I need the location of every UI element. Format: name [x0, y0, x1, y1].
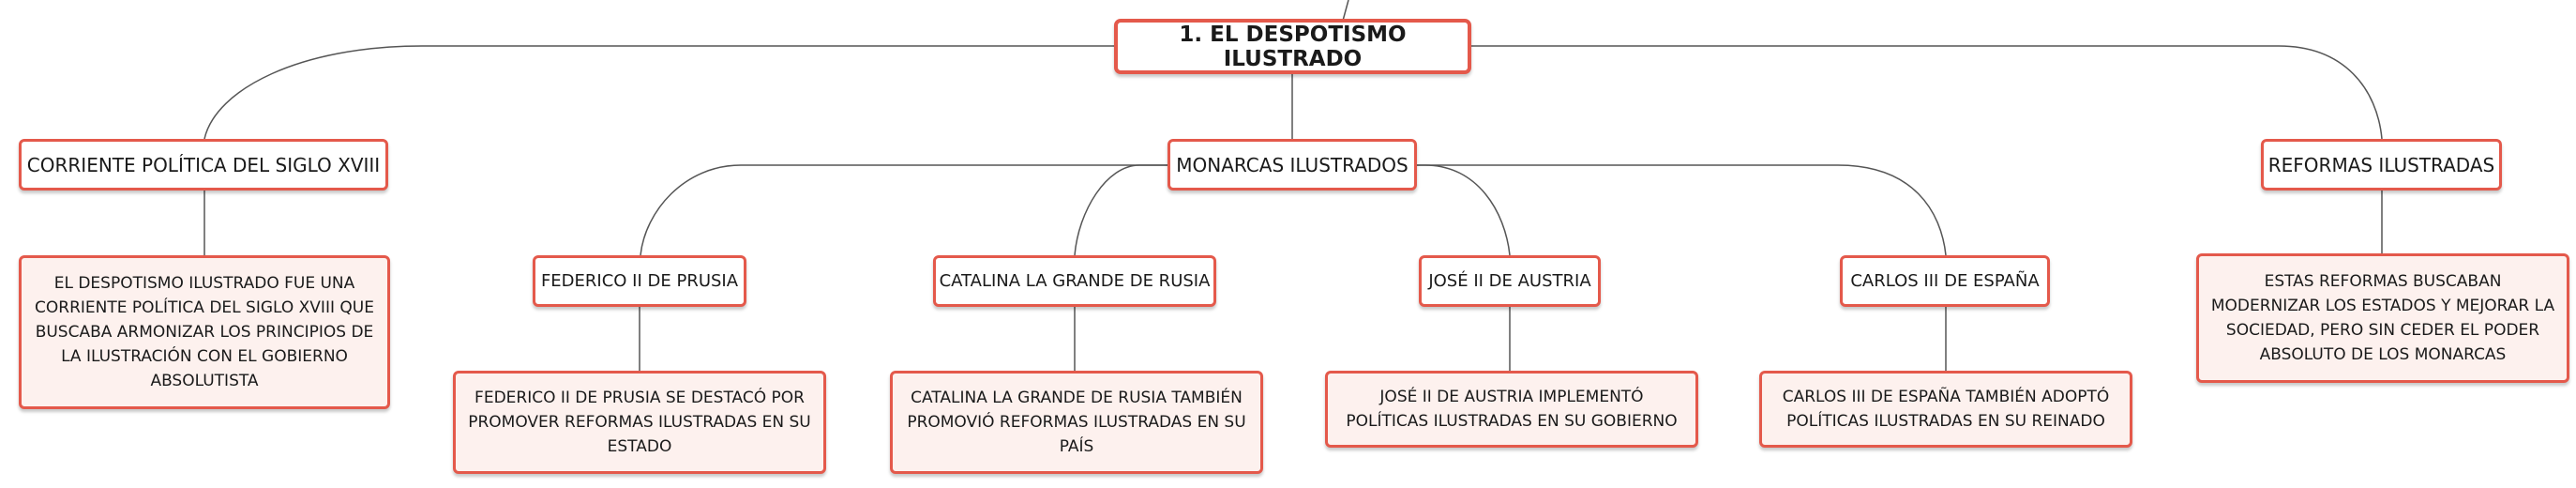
description-text: EL DESPOTISMO ILUSTRADO FUE UNA CORRIENT…: [35, 274, 374, 390]
topic-monarcas-ilustrados[interactable]: MONARCAS ILUSTRADOS: [1167, 139, 1417, 191]
topic-label: MONARCAS ILUSTRADOS: [1176, 153, 1409, 176]
description-text: FEDERICO II DE PRUSIA SE DESTACÓ POR PRO…: [468, 389, 811, 456]
root-topic-label: 1. EL DESPOTISMO ILUSTRADO: [1179, 22, 1407, 71]
monarca-catalina-la-grande[interactable]: CATALINA LA GRANDE DE RUSIA: [933, 255, 1216, 307]
connector-line: [1470, 45, 2383, 140]
monarca-federico-ii[interactable]: FEDERICO II DE PRUSIA: [533, 255, 746, 307]
monarca-label: FEDERICO II DE PRUSIA: [540, 271, 739, 291]
monarca-label: CATALINA LA GRANDE DE RUSIA: [939, 271, 1211, 291]
description-reformas-ilustradas[interactable]: ESTAS REFORMAS BUSCABAN MODERNIZAR LOS E…: [2196, 253, 2569, 383]
description-text: ESTAS REFORMAS BUSCABAN MODERNIZAR LOS E…: [2210, 272, 2555, 364]
connector-line: [203, 45, 1116, 140]
description-jose-ii[interactable]: JOSÉ II DE AUSTRIA IMPLEMENTÓ POLÍTICAS …: [1325, 371, 1698, 448]
connector-line: [1416, 164, 1511, 256]
description-text: CATALINA LA GRANDE DE RUSIA TAMBIÉN PROM…: [907, 389, 1246, 456]
description-federico-ii[interactable]: FEDERICO II DE PRUSIA SE DESTACÓ POR PRO…: [453, 371, 826, 474]
description-text: CARLOS III DE ESPAÑA TAMBIÉN ADOPTÓ POLÍ…: [1782, 388, 2110, 431]
connector-line: [640, 164, 1167, 256]
topic-label: REFORMAS ILUSTRADAS: [2267, 153, 2495, 176]
connector-line: [1342, 0, 1349, 22]
topic-reformas-ilustradas[interactable]: REFORMAS ILUSTRADAS: [2261, 139, 2502, 191]
connector-line: [1074, 164, 1167, 256]
description-text: JOSÉ II DE AUSTRIA IMPLEMENTÓ POLÍTICAS …: [1346, 388, 1678, 431]
description-catalina-la-grande[interactable]: CATALINA LA GRANDE DE RUSIA TAMBIÉN PROM…: [890, 371, 1263, 474]
monarca-carlos-iii[interactable]: CARLOS III DE ESPAÑA: [1840, 255, 2050, 307]
monarca-jose-ii[interactable]: JOSÉ II DE AUSTRIA: [1419, 255, 1601, 307]
root-topic[interactable]: 1. EL DESPOTISMO ILUSTRADO: [1114, 19, 1471, 74]
description-corriente-politica[interactable]: EL DESPOTISMO ILUSTRADO FUE UNA CORRIENT…: [19, 255, 390, 409]
monarca-label: JOSÉ II DE AUSTRIA: [1428, 271, 1591, 291]
connector-line: [1416, 164, 1947, 256]
topic-corriente-politica[interactable]: CORRIENTE POLÍTICA DEL SIGLO XVIII: [19, 139, 388, 191]
monarca-label: CARLOS III DE ESPAÑA: [1850, 271, 2040, 291]
description-carlos-iii[interactable]: CARLOS III DE ESPAÑA TAMBIÉN ADOPTÓ POLÍ…: [1759, 371, 2132, 448]
topic-label: CORRIENTE POLÍTICA DEL SIGLO XVIII: [26, 153, 381, 176]
